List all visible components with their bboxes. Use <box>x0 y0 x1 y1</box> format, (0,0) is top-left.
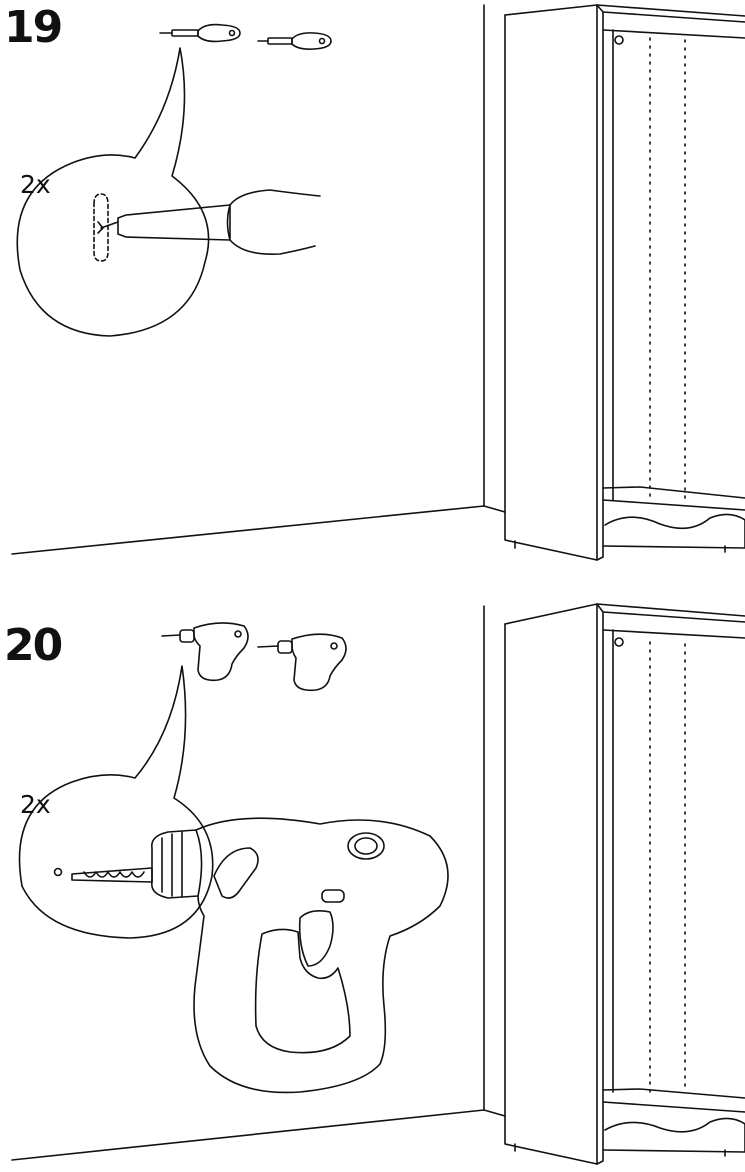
floor-corner-line <box>484 1110 505 1116</box>
step-20: 20 2x <box>0 586 745 1172</box>
screwdriver-icon <box>160 25 240 42</box>
step-20-illustration <box>0 586 745 1172</box>
wall-hole <box>55 869 62 876</box>
drill-icon <box>258 634 346 690</box>
floor-line <box>12 506 484 554</box>
bookcase <box>505 5 745 560</box>
screwdriver-detail <box>101 190 320 254</box>
step-19: 19 2x <box>0 0 745 586</box>
step-19-illustration <box>0 0 745 586</box>
bookcase <box>505 604 745 1164</box>
quantity-label: 2x <box>20 792 51 817</box>
step-number: 19 <box>4 6 61 50</box>
screwdriver-icon <box>258 33 331 49</box>
drill-icon <box>162 623 248 680</box>
quantity-label: 2x <box>20 172 51 197</box>
floor-corner-line <box>484 506 505 512</box>
floor-line <box>12 1110 484 1160</box>
step-number: 20 <box>4 624 61 668</box>
hammer-drill <box>72 818 448 1092</box>
